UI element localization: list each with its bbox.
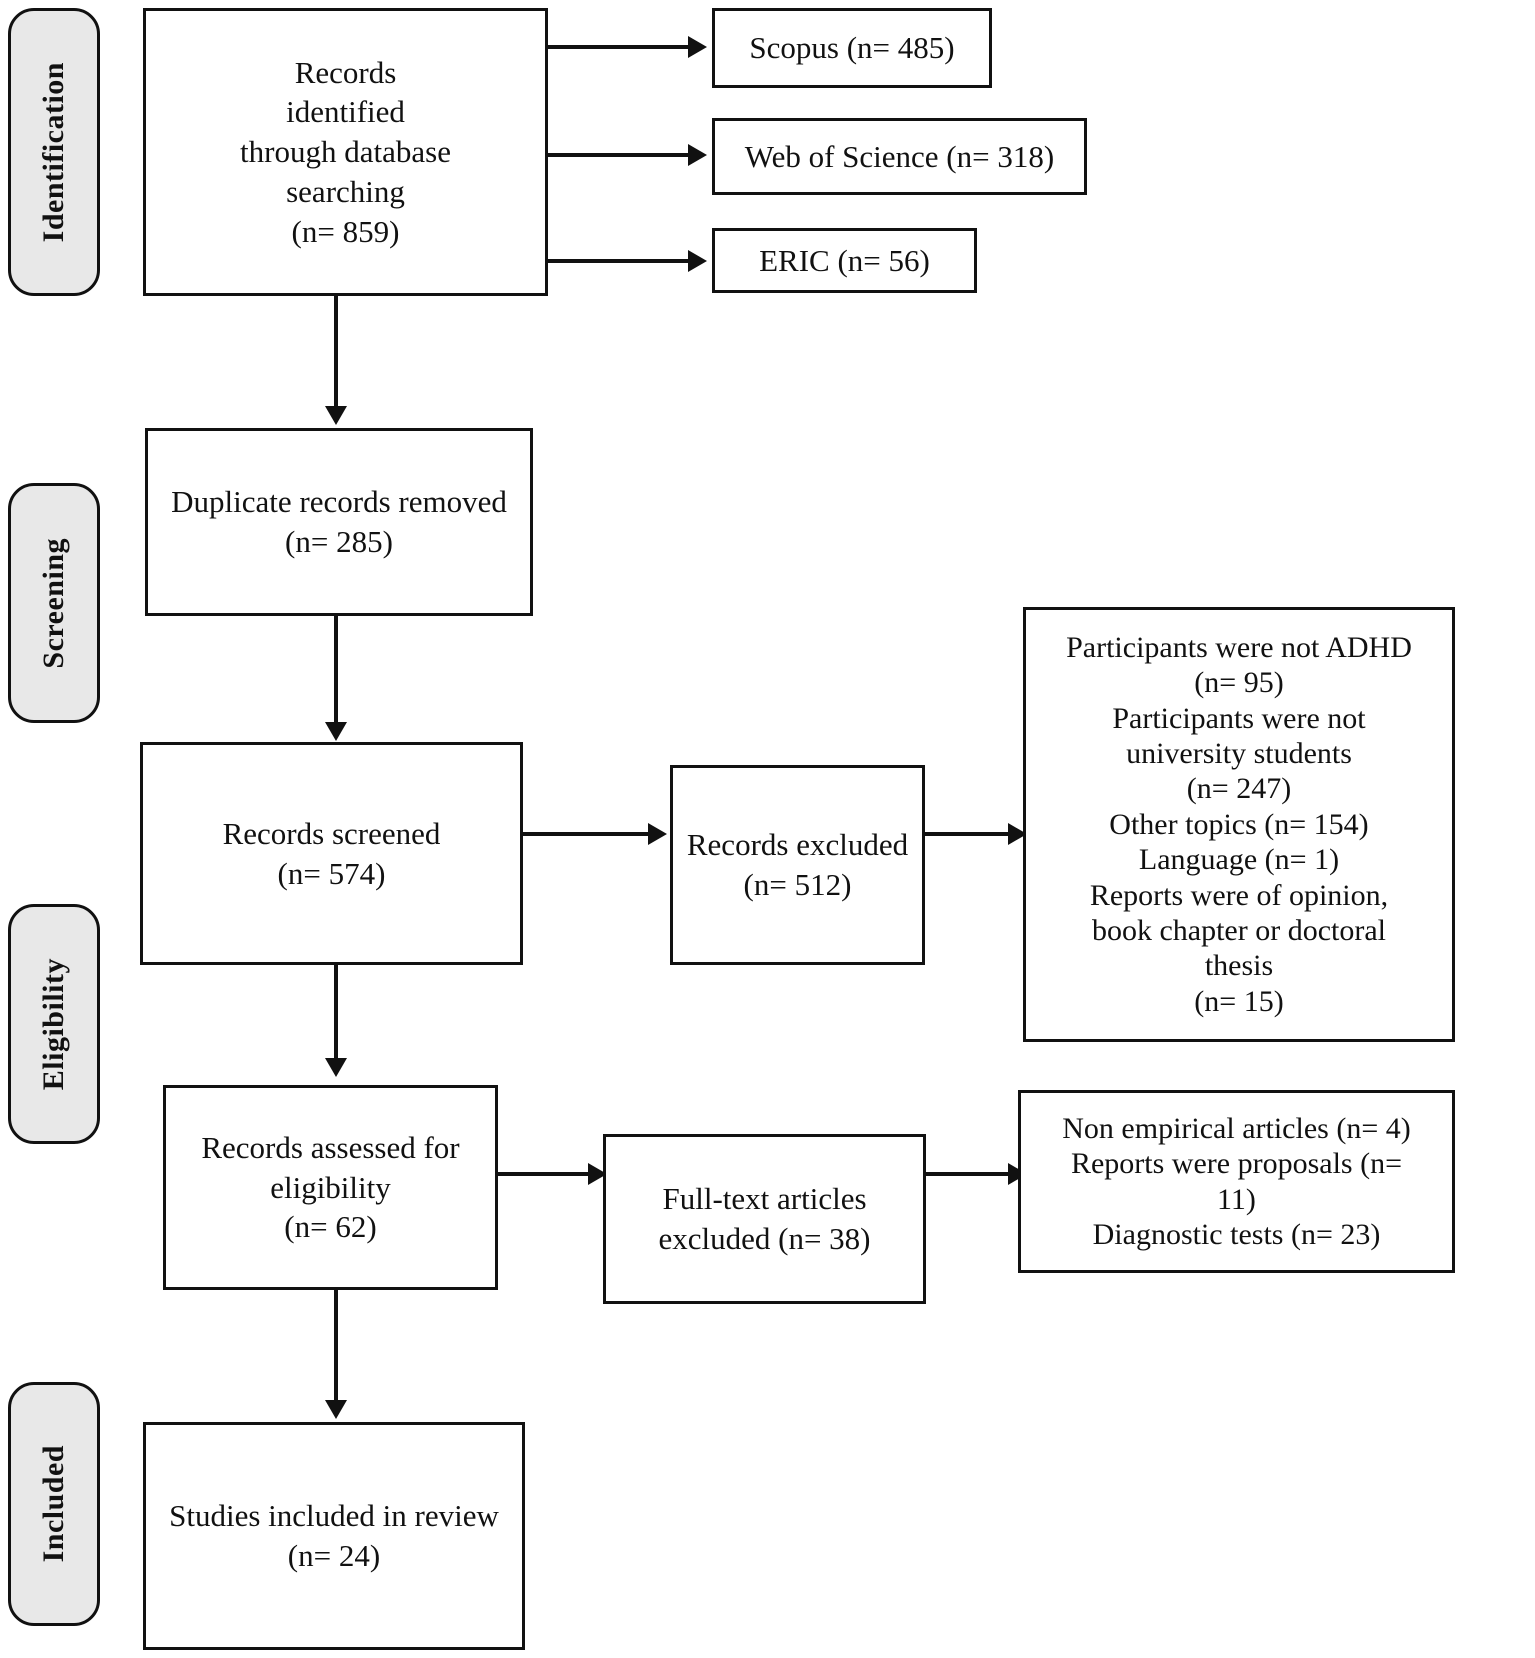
box-duplicate-records-removed: Duplicate records removed (n= 285) xyxy=(145,428,533,616)
box-studies-included-in-review-text: Studies included in review (n= 24) xyxy=(169,1498,499,1573)
arrowhead-scopus xyxy=(688,36,707,58)
connector-excluded-to-reasons xyxy=(925,832,1008,836)
phase-label-identification: Identification xyxy=(37,61,70,243)
box-fulltext-articles-excluded: Full-text articles excluded (n= 38) xyxy=(603,1134,926,1304)
connector-identified-to-scopus xyxy=(548,45,688,49)
phase-pill-identification: Identification xyxy=(8,8,100,296)
box-studies-included-in-review: Studies included in review (n= 24) xyxy=(143,1422,525,1650)
phase-pill-included: Included xyxy=(8,1382,100,1626)
arrowhead-fulltext-excluded xyxy=(588,1163,607,1185)
connector-screened-to-assessed xyxy=(334,965,338,1060)
connector-identified-to-wos xyxy=(548,153,688,157)
box-records-identified-text: Records identified through database sear… xyxy=(240,54,451,249)
arrowhead-records-excluded xyxy=(648,823,667,845)
connector-identified-to-eric xyxy=(548,259,688,263)
connector-identified-to-duplicates xyxy=(334,296,338,408)
phase-label-eligibility: Eligibility xyxy=(37,957,70,1091)
box-eligibility-exclusion-reasons: Non empirical articles (n= 4) Reports we… xyxy=(1018,1090,1455,1273)
arrowhead-records-screened xyxy=(325,722,347,741)
connector-assessed-to-included xyxy=(334,1290,338,1402)
box-records-assessed-for-eligibility-text: Records assessed for eligibility (n= 62) xyxy=(201,1129,460,1245)
box-scopus-text: Scopus (n= 485) xyxy=(749,30,955,66)
box-duplicate-records-removed-text: Duplicate records removed (n= 285) xyxy=(171,484,507,559)
arrowhead-records-assessed xyxy=(325,1058,347,1077)
box-records-excluded-text: Records excluded (n= 512) xyxy=(686,827,909,902)
phase-pill-screening: Screening xyxy=(8,483,100,723)
box-records-screened-text: Records screened (n= 574) xyxy=(222,815,441,891)
box-records-screened: Records screened (n= 574) xyxy=(140,742,523,965)
connector-screened-to-excluded xyxy=(523,832,648,836)
arrowhead-studies-included xyxy=(325,1400,347,1419)
box-web-of-science-text: Web of Science (n= 318) xyxy=(744,138,1055,174)
box-eligibility-exclusion-reasons-text: Non empirical articles (n= 4) Reports we… xyxy=(1062,1111,1411,1251)
connector-assessed-to-fulltext-excluded xyxy=(498,1172,588,1176)
arrowhead-screening-exclusion-reasons xyxy=(1008,823,1027,845)
box-web-of-science: Web of Science (n= 318) xyxy=(712,118,1087,195)
arrowhead-web-of-science xyxy=(688,144,707,166)
phase-label-included: Included xyxy=(37,1445,70,1563)
box-screening-exclusion-reasons-text: Participants were not ADHD (n= 95) Parti… xyxy=(1066,630,1412,1018)
phase-label-screening: Screening xyxy=(37,537,70,669)
box-records-excluded: Records excluded (n= 512) xyxy=(670,765,925,965)
box-records-identified: Records identified through database sear… xyxy=(143,8,548,296)
box-scopus: Scopus (n= 485) xyxy=(712,8,992,88)
box-eric-text: ERIC (n= 56) xyxy=(759,242,930,278)
connector-duplicates-to-screened xyxy=(334,616,338,724)
arrowhead-eric xyxy=(688,250,707,272)
arrowhead-duplicates xyxy=(325,406,347,425)
box-fulltext-articles-excluded-text: Full-text articles excluded (n= 38) xyxy=(658,1181,871,1256)
box-eric: ERIC (n= 56) xyxy=(712,228,977,293)
box-records-assessed-for-eligibility: Records assessed for eligibility (n= 62) xyxy=(163,1085,498,1290)
phase-pill-eligibility: Eligibility xyxy=(8,904,100,1144)
connector-fulltext-to-reasons xyxy=(926,1172,1008,1176)
box-screening-exclusion-reasons: Participants were not ADHD (n= 95) Parti… xyxy=(1023,607,1455,1042)
